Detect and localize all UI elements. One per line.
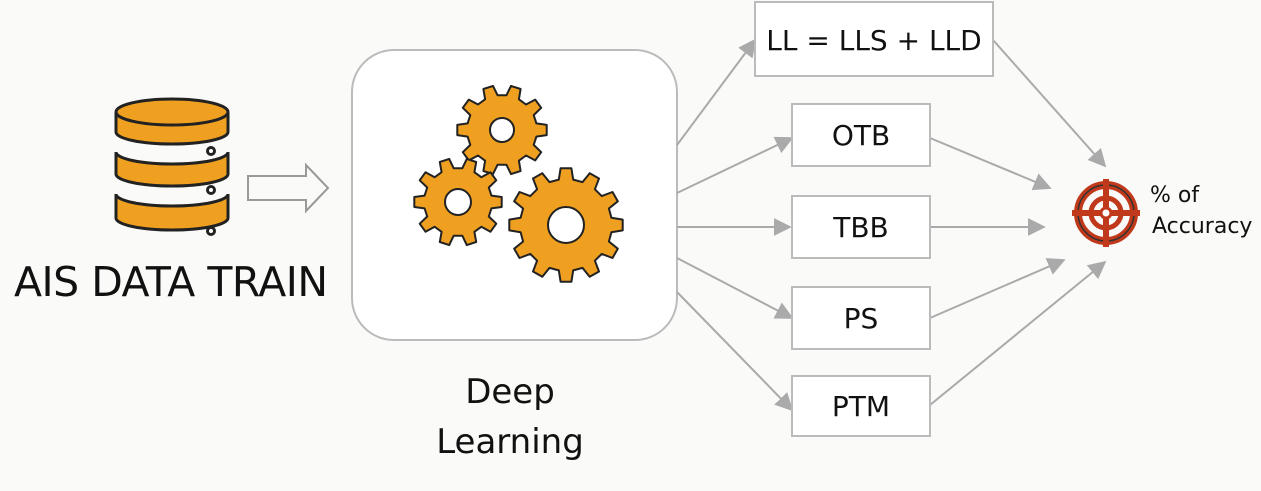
gears-icon	[413, 84, 624, 283]
output-box-ll: LL = LLS + LLD	[754, 1, 994, 77]
output-box-tbb: TBB	[791, 195, 931, 259]
source-label: AIS DATA TRAIN	[14, 258, 328, 306]
output-box-otb: OTB	[791, 103, 931, 167]
target-label-line1: % of	[1150, 183, 1200, 208]
target-label-line2: Accuracy	[1152, 214, 1253, 239]
output-label: PTM	[832, 390, 890, 423]
output-label: OTB	[832, 119, 890, 152]
process-label-line1: Deep	[465, 372, 555, 412]
output-box-ps: PS	[791, 286, 931, 350]
gear-left-hole	[444, 188, 472, 216]
process-label-line2: Learning	[436, 422, 584, 462]
gear-top-hole	[489, 117, 515, 143]
output-label: TBB	[832, 211, 889, 244]
output-label: PS	[844, 302, 879, 335]
connectors	[676, 38, 1107, 412]
output-label: LL = LLS + LLD	[766, 24, 981, 57]
gear-right-hole	[547, 206, 585, 244]
output-box-ptm: PTM	[791, 375, 931, 437]
target-icon	[1072, 179, 1140, 247]
database-icon	[114, 97, 230, 236]
flow-arrow	[247, 162, 330, 214]
